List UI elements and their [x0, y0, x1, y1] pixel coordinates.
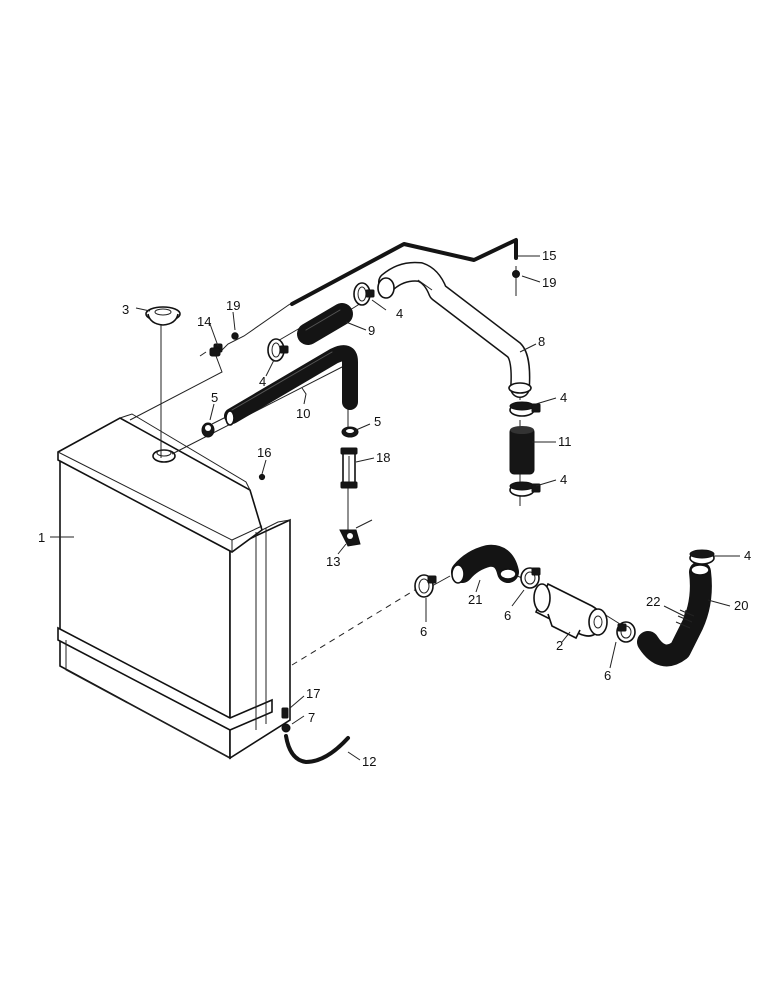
callout-9: 9: [368, 323, 375, 338]
callout-4: 4: [560, 390, 567, 405]
callout-4: 4: [259, 374, 266, 389]
hose-clamp: [616, 621, 636, 643]
callout-5: 5: [211, 390, 218, 405]
callout-1: 1: [38, 530, 45, 545]
callout-20: 20: [734, 598, 748, 613]
callout-19: 19: [542, 275, 556, 290]
elbow-hose: [451, 544, 519, 584]
callout-6: 6: [504, 608, 511, 623]
callout-22: 22: [646, 594, 660, 609]
overflow-tube: [213, 238, 520, 481]
drain-cock: [281, 707, 291, 733]
radiator: [57, 413, 291, 760]
callout-4: 4: [396, 306, 403, 321]
sight-glass: [340, 447, 358, 489]
callout-6: 6: [420, 624, 427, 639]
callout-17: 17: [306, 686, 320, 701]
callout-18: 18: [376, 450, 390, 465]
small-clamp: [341, 426, 359, 438]
small-clamp: [201, 422, 215, 438]
hose-clamp: [353, 282, 375, 306]
hose-clamp: [689, 549, 715, 565]
callout-13: 13: [326, 554, 340, 569]
hose-clamp: [509, 481, 541, 497]
callout-15: 15: [542, 248, 556, 263]
callout-labels: 1 2 3 4 4 4 4 4 5 5 6 6 6 7 8 9 10 11 12…: [38, 248, 751, 769]
callout-12: 12: [362, 754, 376, 769]
callout-19: 19: [226, 298, 240, 313]
callout-7: 7: [308, 710, 315, 725]
hose-segment: [297, 303, 353, 345]
callout-21: 21: [468, 592, 482, 607]
hose-clamp: [520, 567, 541, 589]
hose-clamp: [414, 574, 437, 598]
drain-fitting: [199, 347, 221, 357]
callout-10: 10: [296, 406, 310, 421]
callout-5: 5: [374, 414, 381, 429]
hose-clamp: [267, 338, 289, 362]
callout-3: 3: [122, 302, 129, 317]
hose-clamp: [509, 401, 541, 417]
drain-hose: [284, 734, 350, 764]
bent-hose: [224, 345, 358, 426]
callout-6: 6: [604, 668, 611, 683]
callout-16: 16: [257, 445, 271, 460]
upper-pipe: [377, 261, 532, 398]
inline-filter: [533, 582, 608, 640]
callout-8: 8: [538, 334, 545, 349]
elbow-fitting: [339, 529, 361, 547]
callout-2: 2: [556, 638, 563, 653]
lower-bent-hose: [637, 561, 712, 667]
callout-4: 4: [744, 548, 751, 563]
callout-4: 4: [560, 472, 567, 487]
filler-cap: [145, 306, 181, 326]
callout-14: 14: [197, 314, 211, 329]
leader-lines: [50, 255, 740, 761]
callout-11: 11: [558, 434, 572, 449]
coolant-hose: [509, 426, 535, 475]
